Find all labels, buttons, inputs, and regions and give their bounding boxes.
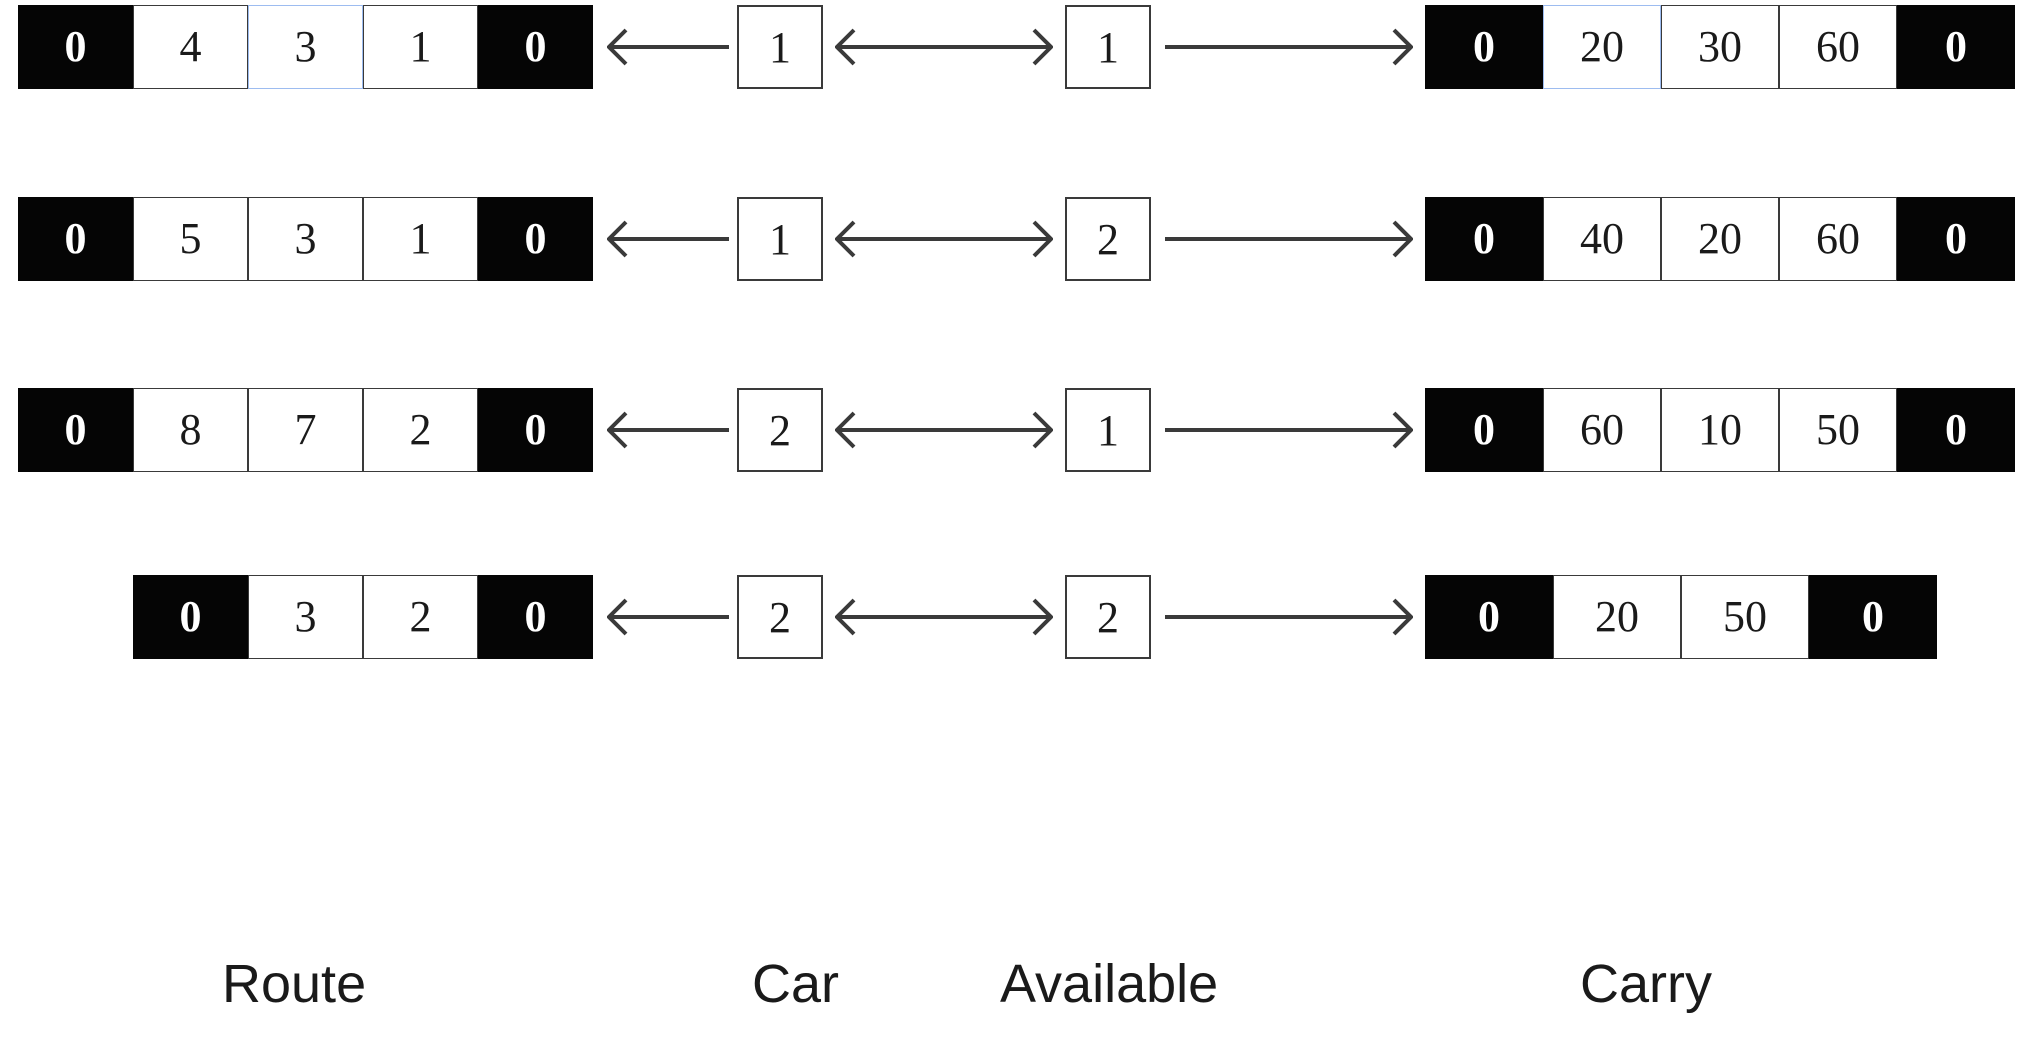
car-box: 1: [737, 5, 823, 89]
value-cell: 3: [248, 197, 363, 281]
depot-cell: 0: [1809, 575, 1937, 659]
depot-cell: 0: [18, 5, 133, 89]
value-cell: 60: [1779, 5, 1897, 89]
value-cell: 8: [133, 388, 248, 472]
value-cell: 4: [133, 5, 248, 89]
value-cell: 3: [248, 5, 363, 89]
available-box: 1: [1065, 5, 1151, 89]
value-cell: 20: [1543, 5, 1661, 89]
depot-cell: 0: [1897, 388, 2015, 472]
value-cell: 30: [1661, 5, 1779, 89]
arrow-right-icon: [1163, 575, 1413, 659]
arrow-left-icon: [607, 197, 731, 281]
arrow-right-icon: [1163, 197, 1413, 281]
depot-cell: 0: [478, 388, 593, 472]
depot-cell: 0: [1425, 197, 1543, 281]
depot-cell: 0: [1425, 388, 1543, 472]
depot-cell: 0: [1425, 575, 1553, 659]
arrow-bidirectional-icon: [835, 388, 1053, 472]
depot-cell: 0: [18, 197, 133, 281]
depot-cell: 0: [18, 388, 133, 472]
depot-cell: 0: [478, 575, 593, 659]
car-box: 2: [737, 575, 823, 659]
label-route: Route: [222, 954, 367, 1014]
available-box: 1: [1065, 388, 1151, 472]
depot-cell: 0: [478, 197, 593, 281]
available-box: 2: [1065, 197, 1151, 281]
value-cell: 7: [248, 388, 363, 472]
depot-cell: 0: [478, 5, 593, 89]
value-cell: 2: [363, 575, 478, 659]
arrow-bidirectional-icon: [835, 197, 1053, 281]
arrow-bidirectional-icon: [835, 5, 1053, 89]
car-box: 2: [737, 388, 823, 472]
depot-cell: 0: [1897, 197, 2015, 281]
arrow-left-icon: [607, 575, 731, 659]
value-cell: 60: [1779, 197, 1897, 281]
depot-cell: 0: [1425, 5, 1543, 89]
value-cell: 20: [1553, 575, 1681, 659]
available-box: 2: [1065, 575, 1151, 659]
value-cell: 10: [1661, 388, 1779, 472]
value-cell: 1: [363, 5, 478, 89]
label-carry: Carry: [1580, 954, 1712, 1014]
arrow-left-icon: [607, 5, 731, 89]
column-labels: Route Car Available Carry: [0, 954, 2026, 1035]
value-cell: 50: [1681, 575, 1809, 659]
value-cell: 60: [1543, 388, 1661, 472]
value-cell: 3: [248, 575, 363, 659]
car-box: 1: [737, 197, 823, 281]
label-car: Car: [752, 954, 840, 1014]
depot-cell: 0: [1897, 5, 2015, 89]
arrow-bidirectional-icon: [835, 575, 1053, 659]
value-cell: 50: [1779, 388, 1897, 472]
arrow-right-icon: [1163, 5, 1413, 89]
value-cell: 2: [363, 388, 478, 472]
value-cell: 40: [1543, 197, 1661, 281]
label-available: Available: [1000, 954, 1219, 1014]
value-cell: 1: [363, 197, 478, 281]
value-cell: 5: [133, 197, 248, 281]
depot-cell: 0: [133, 575, 248, 659]
value-cell: 20: [1661, 197, 1779, 281]
arrow-left-icon: [607, 388, 731, 472]
arrow-right-icon: [1163, 388, 1413, 472]
